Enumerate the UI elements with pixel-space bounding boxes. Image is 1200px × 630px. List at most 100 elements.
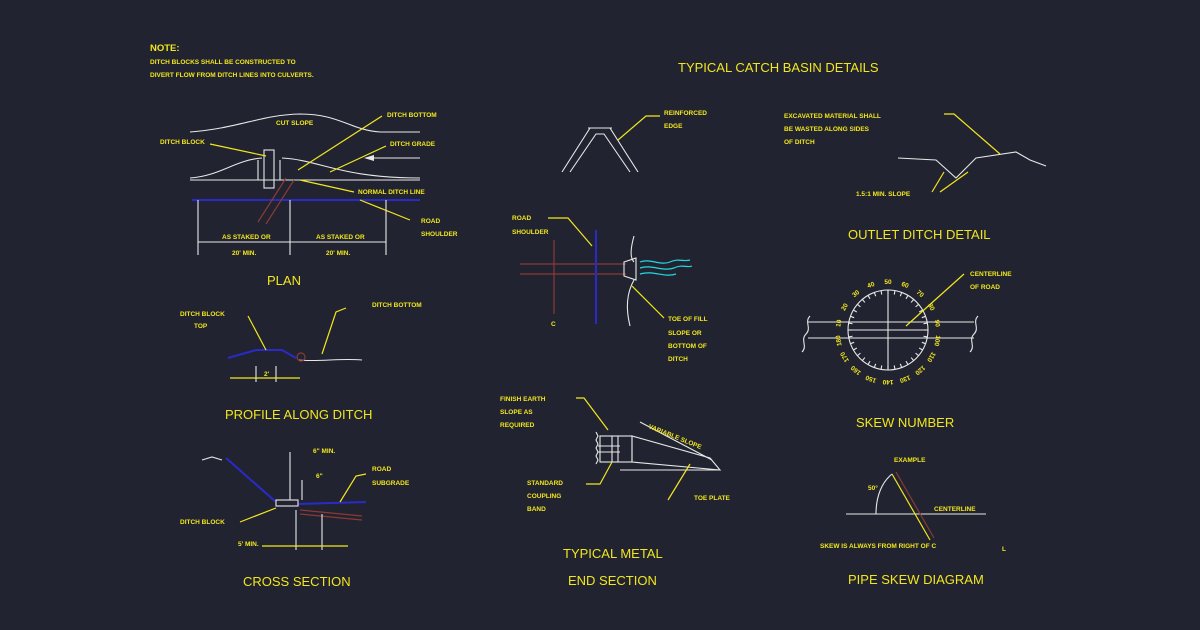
skew-break-left (801, 315, 811, 353)
leader-excavated (944, 113, 1001, 155)
catch-basin-detail: REINFORCED EDGE (561, 110, 707, 173)
cross-ground-left (201, 456, 223, 461)
label-normal-ditch-line: NORMAL DITCH LINE (358, 189, 425, 196)
label-centerline-road-2: OF ROAD (970, 284, 1000, 291)
outlet-ditch-profile (897, 151, 1047, 179)
leader-profile-block (247, 315, 267, 351)
skew-ticks (848, 290, 928, 370)
culvert-pipe (257, 177, 287, 223)
skew-number-label: 140 (882, 378, 893, 385)
skew-tick (905, 295, 909, 300)
skew-tick (899, 292, 903, 297)
title-plan: PLAN (267, 273, 301, 288)
label-profile-dim: 2' (264, 371, 270, 378)
title-skew: SKEW NUMBER (856, 415, 954, 430)
skew-tick (918, 309, 923, 313)
label-example: EXAMPLE (894, 457, 926, 464)
skew-tick (923, 322, 928, 325)
label-catch-cl: C (551, 321, 556, 328)
label-angle: 50° (868, 484, 878, 492)
label-toe-1: TOE OF FILL (668, 316, 708, 323)
end-break-line (595, 431, 599, 465)
leader-ditch-grade (329, 145, 387, 173)
leader-ditch-block (209, 143, 267, 157)
ditch-edge-left (189, 157, 263, 179)
skew-number-label: 160 (849, 364, 862, 377)
cross-pipe-bottom (299, 513, 363, 521)
leader-cross-road (339, 473, 367, 503)
leader-toe-fill (631, 285, 665, 319)
dim-left-2: 20' MIN. (232, 250, 256, 257)
skew-tick (915, 352, 919, 357)
skew-number-label: 180 (835, 334, 844, 346)
label-cross-subgrade: SUBGRADE (372, 480, 410, 487)
cross-cut-slope (225, 457, 277, 503)
label-skew-note: SKEW IS ALWAYS FROM RIGHT OF C (820, 543, 936, 550)
title-catch-basin: TYPICAL CATCH BASIN DETAILS (678, 60, 879, 75)
label-coupling-1: STANDARD (527, 480, 563, 487)
skew-tick (848, 322, 853, 325)
leader-toe-plate (667, 463, 691, 501)
leader-normal-ditch (299, 179, 355, 193)
label-toe-plate: TOE PLATE (694, 495, 731, 502)
skew-tick (861, 299, 866, 303)
skew-tick (861, 357, 866, 361)
label-pipe-centerline: CENTERLINE (934, 506, 976, 513)
skew-tick (848, 335, 853, 338)
label-reinforced-2: EDGE (664, 123, 683, 130)
label-excavated-3: OF DITCH (784, 139, 815, 146)
title-profile: PROFILE ALONG DITCH (225, 407, 372, 422)
skew-tick (921, 341, 926, 345)
skew-tick (923, 335, 928, 338)
profile-block-top (227, 349, 297, 359)
outlet-ditch-detail: EXCAVATED MATERIAL SHALL BE WASTED ALONG… (784, 113, 1047, 242)
label-centerline-road-1: CENTERLINE (970, 271, 1012, 278)
skew-tick (880, 365, 883, 370)
skew-tick (910, 357, 915, 361)
cross-road-subgrade (297, 501, 367, 505)
skew-number-label: 110 (925, 350, 936, 363)
skew-number-label: 40 (866, 281, 876, 290)
end-section-detail: FINISH EARTH SLOPE AS REQUIRED VARIABLE … (500, 396, 731, 588)
skew-tick (873, 292, 877, 297)
label-profile-bottom: DITCH BOTTOM (372, 302, 422, 309)
skew-tick (880, 290, 883, 295)
title-pipe-skew: PIPE SKEW DIAGRAM (848, 572, 984, 587)
skew-number-label: 170 (839, 350, 851, 363)
label-reinforced-1: REINFORCED (664, 110, 707, 117)
skew-number-label: 120 (913, 364, 926, 377)
leader-slope-a (931, 171, 945, 193)
water-line-1 (639, 259, 691, 264)
label-min-slope: 1.5:1 MIN. SLOPE (856, 191, 911, 198)
label-profile-block-1: DITCH BLOCK (180, 311, 225, 318)
skew-tick (905, 360, 909, 365)
note-block: NOTE: DITCH BLOCKS SHALL BE CONSTRUCTED … (150, 43, 314, 79)
plan-detail: CUT SLOPE DITCH BOTTOM DITCH BLOCK DITCH… (160, 112, 458, 288)
dim-right-1: AS STAKED OR (316, 234, 365, 241)
catch-end-section (623, 257, 637, 281)
skew-number-label: 100 (932, 335, 941, 347)
cross-ditch-block (275, 499, 299, 507)
skew-tick (853, 309, 858, 313)
leader-profile-bottom (321, 307, 347, 355)
label-toe-2: SLOPE OR (668, 330, 702, 337)
label-road: ROAD (421, 218, 440, 225)
skew-break-right (969, 315, 979, 353)
leader-finish-earth (576, 397, 609, 431)
label-cross-block: DITCH BLOCK (180, 519, 225, 526)
skew-number-label: 150 (864, 373, 877, 383)
label-finish-1: FINISH EARTH (500, 396, 546, 403)
dim-right-2: 20' MIN. (326, 250, 350, 257)
skew-number-label: 70 (915, 289, 925, 299)
label-toe-4: DITCH (668, 356, 688, 363)
skew-tick (853, 347, 858, 351)
label-variable-slope: VARIABLE SLOPE (647, 423, 703, 451)
skew-tick (910, 299, 915, 303)
skew-number-label: 130 (898, 373, 911, 383)
label-coupling-2: COUPLING (527, 493, 561, 500)
label-catch-shoulder: SHOULDER (512, 229, 549, 236)
skew-tick (873, 363, 877, 368)
title-end-section-1: TYPICAL METAL (563, 546, 663, 561)
